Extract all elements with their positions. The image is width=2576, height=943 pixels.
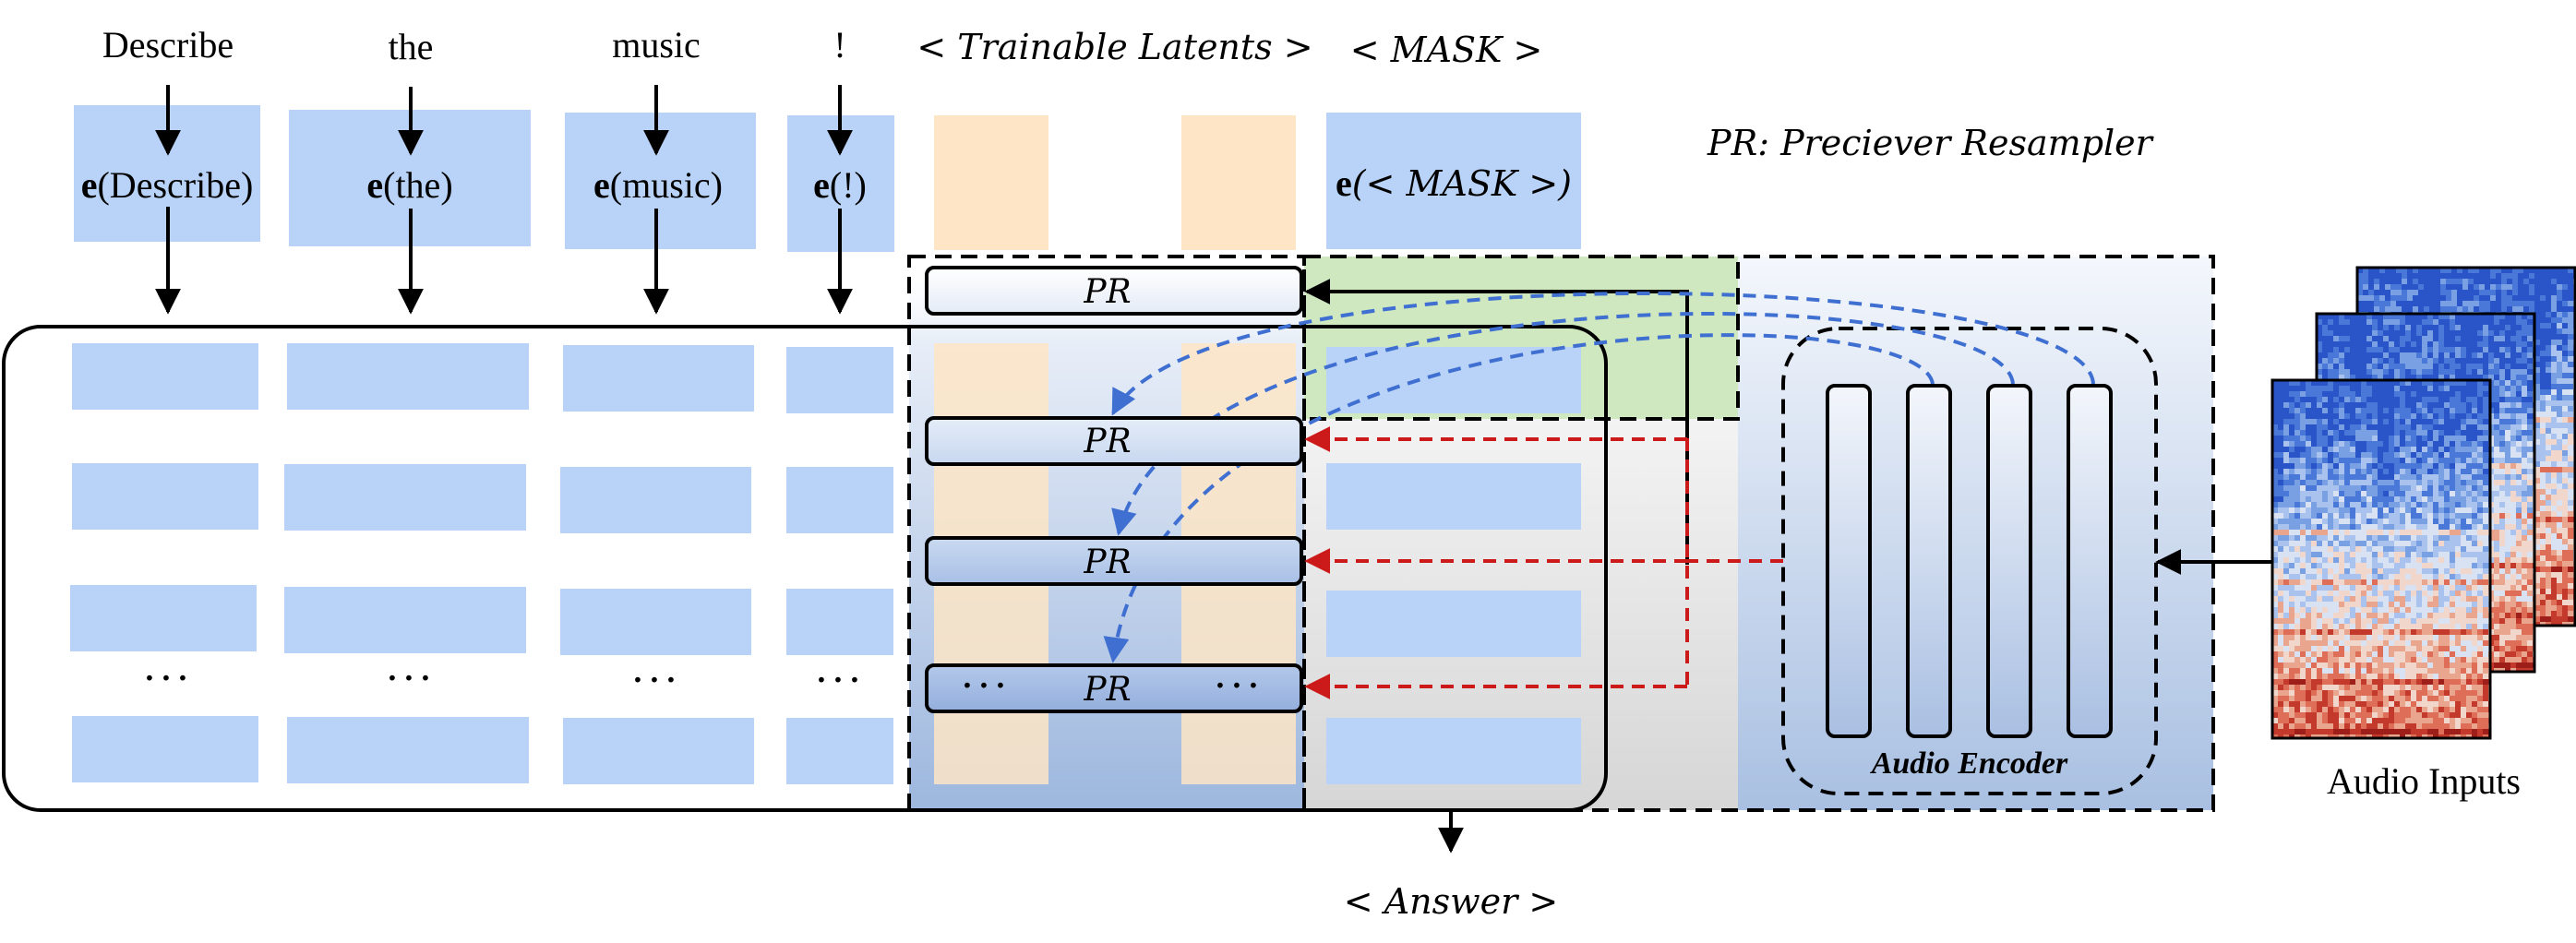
pr-box-1: PR — [925, 266, 1303, 316]
ellipsis-col-2: ··· — [386, 655, 436, 702]
emb-label-excl: e(!) — [813, 164, 867, 206]
pr-label-3: PR — [1083, 543, 1131, 581]
answer-label: < Answer > — [1344, 881, 1558, 922]
grid-ellipsis-row: ··· ··· ··· ··· — [143, 655, 865, 704]
emb-label-the: e(the) — [366, 164, 452, 206]
embedding-labels: e(Describe) e(the) e(music) e(!) e(< MAS… — [81, 162, 1572, 206]
mask-token-label: < MASK > — [1350, 30, 1543, 70]
pr-box-4: ··· PR ··· — [925, 662, 1303, 713]
latent-top-2 — [1181, 115, 1296, 250]
emb-label-describe: e(Describe) — [81, 164, 254, 206]
pr-legend: PR: Preciever Resampler — [1707, 123, 2155, 163]
pr-label-2: PR — [1083, 423, 1131, 460]
word-the: the — [389, 26, 434, 67]
pr-label-1: PR — [1083, 273, 1131, 311]
black-arrows — [155, 85, 2272, 853]
embed-box-mask — [1326, 113, 1581, 249]
trainable-latents-label: < Trainable Latents > — [917, 27, 1312, 67]
word-music: music — [612, 24, 701, 66]
emb-label-music: e(music) — [593, 164, 723, 206]
audio-spectrograms — [2270, 266, 2576, 740]
pr-box-3: PR — [925, 536, 1303, 586]
encoder-dashed-box — [1302, 255, 2215, 812]
token-grid — [70, 343, 1581, 784]
word-describe: Describe — [102, 24, 234, 66]
red-dashed-arrows — [1304, 426, 1783, 699]
arrow-encoder-to-pr1 — [1304, 279, 1689, 565]
audio-encoder-label: Audio Encoder — [1870, 746, 2068, 781]
ellipsis-col-3: ··· — [631, 657, 681, 704]
pr-label-4: PR — [1083, 671, 1131, 709]
word-excl: ! — [833, 24, 845, 66]
encoder-layers — [1826, 384, 2113, 738]
ellipsis-col-4: ··· — [815, 657, 865, 704]
pr4-ellipsis-right: ··· — [1214, 662, 1264, 710]
pr-box-2: PR — [925, 416, 1303, 466]
audio-encoder-box — [1781, 327, 2158, 795]
ellipsis-col-1: ··· — [143, 655, 193, 702]
input-words: Describe the music ! < Trainable Latents… — [102, 24, 1542, 70]
pr4-ellipsis-left: ··· — [961, 662, 1011, 710]
spectrogram-1 — [2270, 378, 2492, 740]
latent-top-1 — [934, 115, 1048, 250]
audio-inputs-label: Audio Inputs — [2327, 760, 2521, 802]
llm-container — [2, 325, 1608, 812]
emb-label-mask: e(< MASK >) — [1336, 162, 1572, 204]
